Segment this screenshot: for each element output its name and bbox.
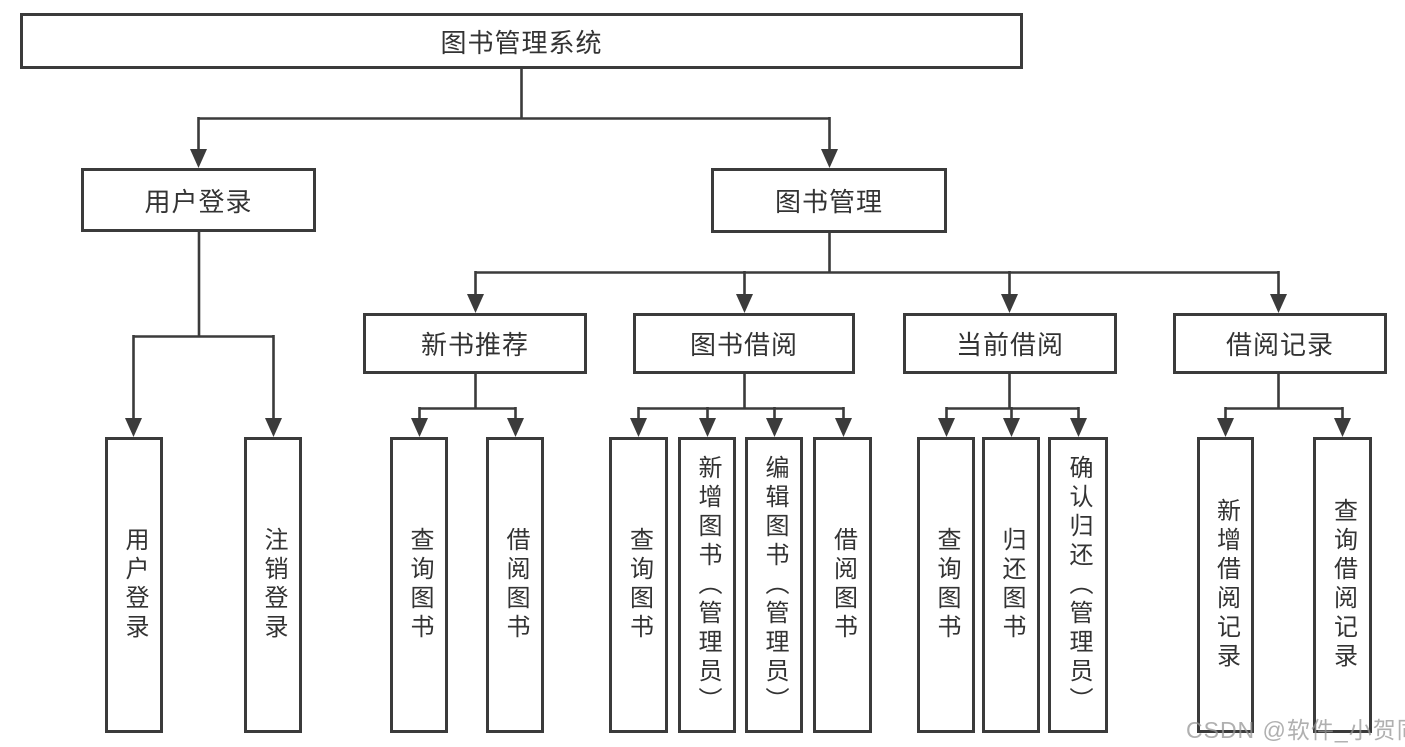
arrowhead-icon (938, 418, 955, 437)
csdn-watermark: CSDN @软件_小贺同学 (1186, 717, 1405, 743)
connector-lines (132, 69, 1344, 420)
arrowhead-icon (265, 418, 282, 437)
leaf-add-book-admin: 新增图书（管理员） (678, 437, 736, 733)
arrowhead-icon (835, 418, 852, 437)
node-book-borrow: 图书借阅 (633, 313, 855, 374)
leaf-user-login: 用户登录 (105, 437, 163, 733)
node-borrow-records: 借阅记录 (1173, 313, 1387, 374)
node-root-system: 图书管理系统 (20, 13, 1023, 69)
arrowhead-icon (766, 418, 783, 437)
leaf-query-book-2: 查询图书 (609, 437, 668, 733)
arrowhead-icon (630, 418, 647, 437)
arrowhead-icon (467, 294, 484, 313)
leaf-borrow-book-1: 借阅图书 (486, 437, 544, 733)
arrowhead-icon (821, 149, 838, 168)
arrowhead-icon (1070, 418, 1087, 437)
node-book-management: 图书管理 (711, 168, 947, 233)
arrowhead-icon (1217, 418, 1234, 437)
leaf-query-book-3: 查询图书 (917, 437, 975, 733)
leaf-edit-book-admin: 编辑图书（管理员） (745, 437, 803, 733)
arrowhead-icon (125, 418, 142, 437)
leaf-confirm-return-admin: 确认归还（管理员） (1048, 437, 1108, 733)
leaf-borrow-book-2: 借阅图书 (813, 437, 872, 733)
arrowhead-icon (190, 149, 207, 168)
arrowhead-icon (1003, 418, 1020, 437)
arrowhead-icon (1334, 418, 1351, 437)
leaf-query-borrow-record: 查询借阅记录 (1313, 437, 1372, 733)
leaf-query-book-1: 查询图书 (390, 437, 448, 733)
leaf-logout: 注销登录 (244, 437, 302, 733)
arrowhead-icon (736, 294, 753, 313)
leaf-return-book: 归还图书 (982, 437, 1040, 733)
arrowhead-icon (411, 418, 428, 437)
leaf-add-borrow-record: 新增借阅记录 (1197, 437, 1254, 733)
node-new-book-recommend: 新书推荐 (363, 313, 587, 374)
arrowheads (125, 149, 1351, 437)
arrowhead-icon (1001, 294, 1018, 313)
arrowhead-icon (507, 418, 524, 437)
arrowhead-icon (1270, 294, 1287, 313)
node-user-login: 用户登录 (81, 168, 316, 232)
arrowhead-icon (699, 418, 716, 437)
node-current-borrow: 当前借阅 (903, 313, 1117, 374)
